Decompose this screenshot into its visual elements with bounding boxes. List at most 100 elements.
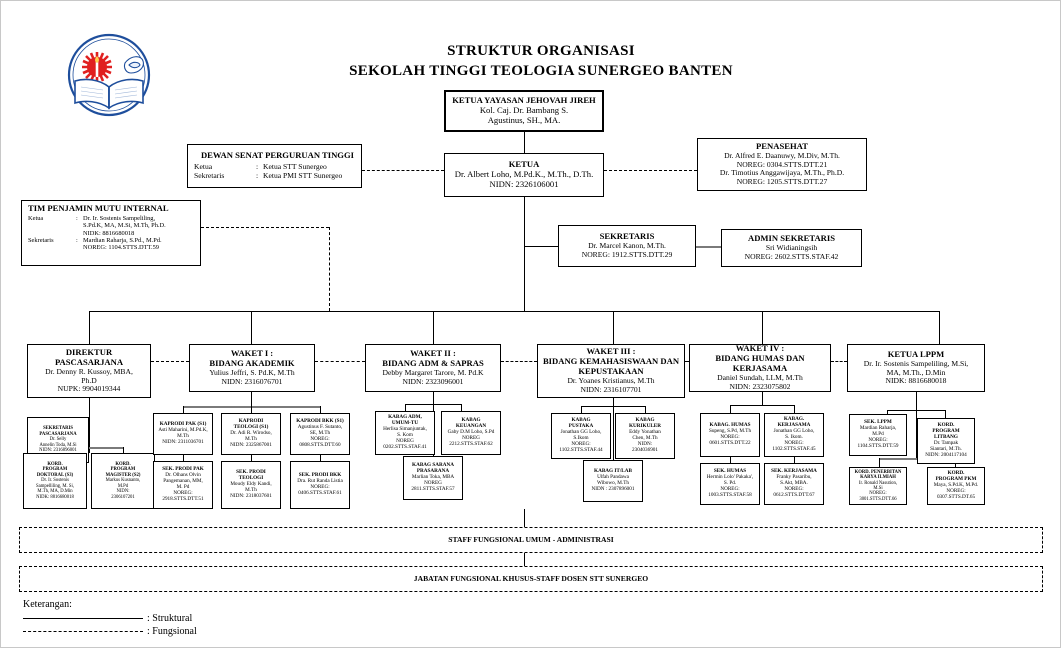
main-bus-line	[89, 311, 939, 312]
box-kord-litbang[interactable]: KORD. PROGRAM LITBANG Dr. Tampak Siantar…	[917, 418, 975, 464]
l2-3-l2: NIDN: 2316107701	[580, 384, 642, 394]
dewan-senat-title: DEWAN SENAT PERGURUAN TINGGI	[200, 150, 355, 161]
sekprodi-1-l3: NIDN: 2318037601	[230, 492, 272, 499]
kabag-pustaka-t1: KABAG	[571, 417, 591, 424]
kabag-sarpras-l3: 2811.STTS.STAF.57	[411, 485, 455, 492]
band-jabatan-fungsional[interactable]: JABATAN FUNGSIONAL KHUSUS-STAFF DOSEN ST…	[19, 566, 1043, 592]
box-dewan-senat[interactable]: DEWAN SENAT PERGURUAN TINGGI Ketua:Ketua…	[187, 144, 362, 188]
kabag-kerja-l4: 1102.STTS.STAF.45	[772, 445, 816, 452]
box-sek-prodi-bkk[interactable]: SEK. PRODI BKK Dra. Rut Randa Listia NOR…	[290, 461, 350, 509]
kabag-sarpras-l1: Marlian Toka, MBA	[411, 474, 455, 481]
box-kabag-keuangan[interactable]: KABAG KEUANGAN Gaby D.M Loho, S.Pd NOREG…	[441, 411, 501, 455]
litbang-t1: KORD.	[937, 422, 955, 429]
pasca-dok-l2: Sampelliling, M. Si,	[36, 483, 74, 489]
sek-humas-t1: SEK. HUMAS	[713, 468, 747, 475]
box-kabag-sarana-prasarana[interactable]: KABAG SARANA PRASARANA Marlian Toka, MBA…	[403, 456, 463, 500]
penasehat-l1: Dr. Alfred E. Daanuwy, M.Div, M.Th.	[724, 151, 840, 160]
box-penasehat[interactable]: PENASEHAT Dr. Alfred E. Daanuwy, M.Div, …	[697, 138, 867, 191]
legend-row-struktural: : Struktural	[23, 612, 283, 625]
sek-kerja-l2: S.Akt, MBA.	[780, 480, 808, 487]
kaprodi-0-l2: M.Th	[177, 433, 189, 439]
legend: Keterangan: : Struktural : Fungsional	[23, 599, 283, 638]
pkm-l1: Maya, S.Pd.K, M.Pd.	[933, 482, 979, 489]
kabag-itlab-l2: Wibowo, M.Th	[597, 480, 629, 486]
box-ketua[interactable]: KETUA Dr. Albert Loho, M.Pd.K., M.Th., D…	[444, 153, 604, 197]
box-waket-1-akademik[interactable]: WAKET I : BIDANG AKADEMIK Yulius Jeffri,…	[189, 344, 315, 392]
sek-kerja-t1: SEK. KERJASAMA	[771, 468, 817, 475]
ketua-yayasan-title: KETUA YAYASAN JEHOVAH JIREH	[452, 95, 596, 106]
box-ketua-yayasan[interactable]: KETUA YAYASAN JEHOVAH JIREH Kol. Caj. Dr…	[444, 90, 604, 132]
legend-dashed-line	[23, 631, 143, 632]
box-waket-4-humas[interactable]: WAKET IV : BIDANG HUMAS DAN KERJASAMA Da…	[689, 344, 831, 392]
band-staff-label: STAFF FUNGSIONAL UMUM - ADMINISTRASI	[448, 534, 614, 544]
band-staff-fungsional[interactable]: STAFF FUNGSIONAL UMUM - ADMINISTRASI	[19, 527, 1043, 553]
legend-title: Keterangan:	[23, 599, 72, 610]
box-waket-3-kemahasiswaan[interactable]: WAKET III : BIDANG KEMAHASISWAAN DAN KEP…	[537, 344, 685, 398]
humas-stem	[762, 392, 763, 406]
box-kabag-humas[interactable]: KABAG. HUMAS Supeng, S.Pd, M.Th NOREG: 0…	[700, 413, 760, 457]
sekprodi-0-l2: Pangemanan, MM,	[163, 478, 203, 485]
box-kord-penerbitan-karya-ilmiah[interactable]: KORD. PENERBITAN KARYA ILMIAH Ir. Ronald…	[849, 467, 907, 505]
box-ketua-lppm[interactable]: KETUA LPPM Dr. Ir. Sostenis Sampeliling,…	[847, 344, 985, 392]
box-kabag-kurikuler[interactable]: KABAG KURIKULER Eddy Yonathan Chen, M.Th…	[615, 413, 675, 459]
box-admin-sekretaris[interactable]: ADMIN SEKRETARIS Sri Widianingsih NOREG:…	[721, 229, 862, 267]
bus-drop-2	[251, 311, 252, 344]
box-sek-prodi-teologi[interactable]: SEK. PRODI TEOLOGI Moudy Eldy Kandi, M.T…	[221, 461, 281, 509]
tpmi-v1b: S.Pd.K, MA, M.Si, M.Th, Ph.D.	[83, 222, 166, 230]
humas-bus	[730, 405, 794, 406]
box-direktur-pascasarjana[interactable]: DIREKTUR PASCASARJANA Dr. Denny R. Kusso…	[27, 344, 151, 398]
pasca-dok-l1: Dr. Ir. Sostenis	[41, 478, 69, 484]
kabag-keu-t2: KEUANGAN	[455, 423, 487, 430]
bus-drop-6	[939, 311, 940, 344]
box-waket-2-adm-sapras[interactable]: WAKET II : BIDANG ADM & SAPRAS Debby Mar…	[365, 344, 501, 392]
kabag-humas-l1: Supeng, S.Pd, M.Th	[708, 428, 752, 435]
pasca-sek-t1: SEKRETARIS	[43, 426, 73, 432]
ketua-title: KETUA	[508, 159, 540, 170]
box-kabag-kerjasama[interactable]: KABAG. KERJASAMA Jonathan GG Loho, S. Ik…	[764, 413, 824, 457]
l2-3-t2: BIDANG KEMAHASISWAAN DAN KEPUSTAKAAN	[542, 356, 680, 377]
box-sek-kerjasama[interactable]: SEK. KERJASAMA Franky Pasaribu, S.Akt, M…	[764, 463, 824, 505]
kabag-kur-l4: 2304036901	[632, 446, 658, 453]
pasca-stem	[89, 398, 90, 453]
l2-2-t2: BIDANG ADM & SAPRAS	[382, 358, 484, 369]
connector-tpmi-main	[201, 227, 329, 228]
box-kord-magister[interactable]: KORD. PROGRAM MAGISTER (S2) Markus Kusna…	[91, 453, 155, 509]
kaprodi-0-l1: Asti Maharini, M.Pd.K,	[158, 427, 208, 434]
box-tim-penjamin-mutu[interactable]: TIM PENJAMIN MUTU INTERNAL Ketua:Dr. Ir.…	[21, 200, 201, 266]
box-kabag-it-lab[interactable]: KABAG IT/LAB Ulfah Pandawa Wibowo, M.Th …	[583, 460, 643, 502]
sek-kerja-l4: 0612.STTS.DTT.67	[773, 491, 815, 498]
kaprodi-1-l2: M.Th	[245, 435, 257, 442]
litbang-t3: LITBANG	[934, 434, 958, 441]
kmh-stem	[613, 398, 614, 407]
box-sek-lppm[interactable]: SEK. LPPM Mardian Raharja, M.Pd NOREG: 1…	[849, 414, 907, 456]
litbang-t2: PROGRAM	[932, 428, 960, 435]
box-sek-prodi-pak[interactable]: SEK. PRODI PAK Dr. Olhans Olvin Pangeman…	[153, 461, 213, 509]
pkm-l2: NOREG:	[946, 487, 966, 494]
kabag-humas-l2: NOREG:	[720, 434, 740, 440]
box-sekretaris[interactable]: SEKRETARIS Dr. Marcel Kanon, M.Th. NOREG…	[558, 225, 696, 267]
kaprodi-2-l2: SE, M.Th	[309, 430, 331, 437]
l2-4-t1: WAKET IV :	[735, 343, 785, 354]
legend-row-fungsional: : Fungsional	[23, 625, 283, 638]
box-kabag-pustaka[interactable]: KABAG PUSTAKA Jonathan GG Loho, S.Ikom N…	[551, 413, 611, 459]
pkm-t1: KORD.	[947, 470, 965, 477]
kabag-adm-l2: S. Kom	[397, 432, 413, 438]
box-sek-humas[interactable]: SEK. HUMAS Hermin Lolo' Pakaka', S. Pd. …	[700, 463, 760, 505]
kabag-pustaka-l2: S.Ikom	[573, 435, 589, 441]
box-kord-program-pkm[interactable]: KORD. PROGRAM PKM Maya, S.Pd.K, M.Pd. NO…	[927, 467, 985, 505]
kaprodi-2-l4: 0808.STTS.DTT.60	[299, 441, 341, 448]
humas-drop-1	[794, 405, 795, 413]
sekprodi-1-l2: M.Th	[245, 486, 257, 493]
box-kord-doktoral[interactable]: KORD. PROGRAM DOKTORAL (S3) Dr. Ir. Sost…	[23, 453, 87, 509]
l2-4-l2: NIDN: 2323075802	[729, 381, 791, 391]
box-kaprodi-bkk[interactable]: KAPRODI BKK (S1) Agustinus F. Sutanto, S…	[290, 413, 350, 455]
link-waket1-waket2	[315, 361, 365, 362]
admin-sekretaris-l2: NOREG: 2602.STTS.STAF.42	[744, 251, 839, 261]
lppm-drop-penerbitan	[879, 458, 880, 467]
box-kaprodi-pak[interactable]: KAPRODI PAK (S1) Asti Maharini, M.Pd.K, …	[153, 413, 213, 455]
dewan-senat-k2: Sekretaris	[194, 170, 225, 180]
connector-ketua-sekretaris	[524, 246, 558, 247]
box-kabag-adm-umum-tu[interactable]: KABAG ADM, UMUM-TU Herlisa Simanjuntak, …	[375, 411, 435, 455]
band-connector-top	[524, 509, 525, 527]
box-kaprodi-teologi[interactable]: KAPRODI TEOLOGI (S1) Dr. Adi R. Wirodso,…	[221, 413, 281, 455]
